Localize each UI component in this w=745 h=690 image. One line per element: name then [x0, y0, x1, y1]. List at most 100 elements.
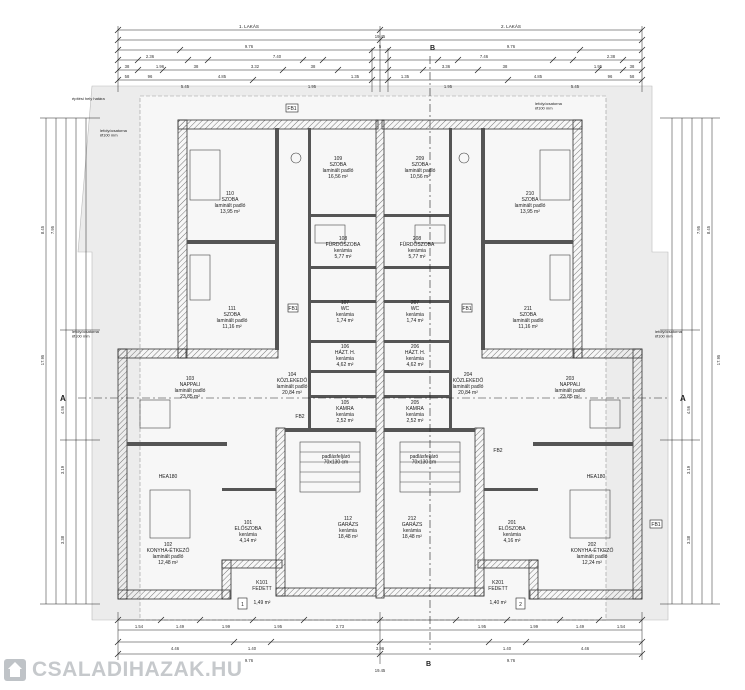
room-104-floor: laminált padló: [277, 384, 308, 390]
room-203-area: 23,85 m²: [560, 394, 580, 400]
room-108-floor: kerámia: [334, 248, 352, 254]
room-209-id: 209: [416, 156, 425, 162]
top-dim-1: 2.36: [146, 54, 155, 59]
fb-marker-4: FB1: [651, 522, 660, 528]
room-209-area: 10,56 m²: [410, 174, 430, 180]
room-203-id: 203: [566, 376, 575, 382]
room-107-id: 107: [341, 300, 350, 306]
room-208-name: FÜRDŐSZOBA: [400, 241, 435, 248]
room-106: 106 HÁZT. H. kerámia 4,62 m²: [335, 344, 355, 368]
room-210-id: 210: [526, 191, 535, 197]
bottom-half-left: 9.76: [245, 658, 254, 663]
room-112-id: 112: [344, 516, 352, 522]
section-mark-b-bottom: B: [426, 661, 431, 668]
room-210: 210 SZOBA laminált padló 13,95 m²: [515, 191, 546, 215]
room-201-name: ELŐSZOBA: [499, 525, 527, 532]
room-108-name: FÜRDŐSZOBA: [326, 241, 361, 248]
room-205-floor: kerámia: [406, 412, 424, 418]
room-202-area: 12,24 m²: [582, 560, 602, 566]
top-small-7: 38: [503, 64, 508, 69]
room-211-id: 211: [524, 306, 532, 312]
room-203-name: NAPPALI: [560, 382, 581, 388]
left-dim-1: 8.45: [40, 225, 45, 234]
top-r4-4: 5.45: [571, 84, 580, 89]
room-102-floor: laminált padló: [153, 554, 184, 560]
beam-label-right: HEA180: [587, 474, 606, 480]
top-r4-2: 1.95: [308, 84, 317, 89]
room-202-name: KONYHA-ÉTKEZŐ: [571, 547, 614, 554]
room-108: 108 FÜRDŐSZOBA kerámia 5,77 m²: [326, 236, 361, 260]
top-r3-7: 96: [608, 74, 613, 79]
watermark-text: CSALADIHAZAK.HU: [32, 658, 243, 681]
room-204-area: 20,84 m²: [458, 390, 478, 396]
top-r4-3: 1.95: [444, 84, 453, 89]
top-dim-3: 7.46: [480, 54, 489, 59]
unit-2-marker: 2: [519, 602, 522, 608]
building-line-label: építési hely határa: [72, 96, 105, 101]
room-104-area: 20,84 m²: [282, 390, 302, 396]
right-dimensions: [660, 117, 720, 605]
room-204-id: 204: [464, 372, 473, 378]
room-101-id: 101: [244, 520, 253, 526]
room-105-floor: kerámia: [336, 412, 354, 418]
room-104-id: 104: [288, 372, 297, 378]
room-209-floor: laminált padló: [405, 168, 436, 174]
top-dim-4: 2.38: [607, 54, 616, 59]
bottom-r2-5: 4.46: [581, 646, 590, 651]
bottom-r2-2: 1.40: [248, 646, 257, 651]
room-204-floor: laminált padló: [453, 384, 484, 390]
unit-1-label: 1. LAKÁS: [239, 23, 259, 29]
room-106-floor: kerámia: [336, 356, 354, 362]
room-106-area: 4,62 m²: [337, 362, 354, 368]
room-202: 202 KONYHA-ÉTKEZŐ laminált padló 12,24 m…: [571, 542, 614, 566]
room-110-id: 110: [226, 191, 234, 197]
room-104-name: KÖZLEKEDŐ: [277, 377, 308, 384]
room-211-area: 11,16 m²: [518, 324, 538, 330]
room-212-name: GARÁZS: [402, 521, 423, 528]
top-small-9: 38: [630, 64, 635, 69]
left-dim-2: 7.95: [50, 225, 55, 234]
top-r3-4: 1.35: [351, 74, 360, 79]
room-210-area: 13,95 m²: [520, 209, 540, 215]
room-103-floor: laminált padló: [175, 388, 206, 394]
right-dim-1: 8.45: [706, 225, 711, 234]
bottom-r1-1: 1.54: [135, 624, 144, 629]
left-dim-3: 4.56: [60, 405, 65, 414]
room-102-id: 102: [164, 542, 173, 548]
room-204-name: KÖZLEKEDŐ: [453, 377, 484, 384]
room-207: 207 WC kerámia 1,74 m²: [406, 300, 424, 324]
room-k101-id: K101: [256, 580, 268, 586]
room-205-area: 2,52 m²: [407, 418, 424, 424]
room-206-id: 206: [411, 344, 420, 350]
room-203: 203 NAPPALI laminált padló 23,85 m²: [555, 376, 586, 400]
section-lines: [78, 56, 668, 650]
top-small-2: 1.96: [156, 64, 165, 69]
room-208-id: 208: [413, 236, 422, 242]
room-109-floor: laminált padló: [323, 168, 354, 174]
room-207-floor: kerámia: [406, 312, 424, 318]
room-208-floor: kerámia: [408, 248, 426, 254]
room-102-name: KONYHA-ÉTKEZŐ: [147, 547, 190, 554]
fb2-marker-right: FB2: [493, 448, 502, 454]
room-103-id: 103: [186, 376, 195, 382]
room-k101: K101 FEDETT 1,49 m²: [252, 580, 271, 606]
right-dim-3: 4.56: [686, 405, 691, 414]
top-r4-1: 5.45: [181, 84, 190, 89]
room-112-name: GARÁZS: [338, 521, 359, 528]
room-201-id: 201: [508, 520, 517, 526]
room-108-area: 5,77 m²: [335, 254, 352, 260]
fb2-marker-left: FB2: [295, 414, 304, 420]
room-102-area: 12,48 m²: [158, 560, 178, 566]
room-k201-id: K201: [492, 580, 504, 586]
room-208-area: 5,77 m²: [409, 254, 426, 260]
bottom-r1-3: 1.99: [222, 624, 231, 629]
left-dim-5: 3.38: [60, 535, 65, 544]
top-small-4: 3.32: [251, 64, 260, 69]
room-108-id: 108: [339, 236, 348, 242]
left-dimensions: [40, 117, 100, 605]
room-202-floor: laminált padló: [577, 554, 608, 560]
